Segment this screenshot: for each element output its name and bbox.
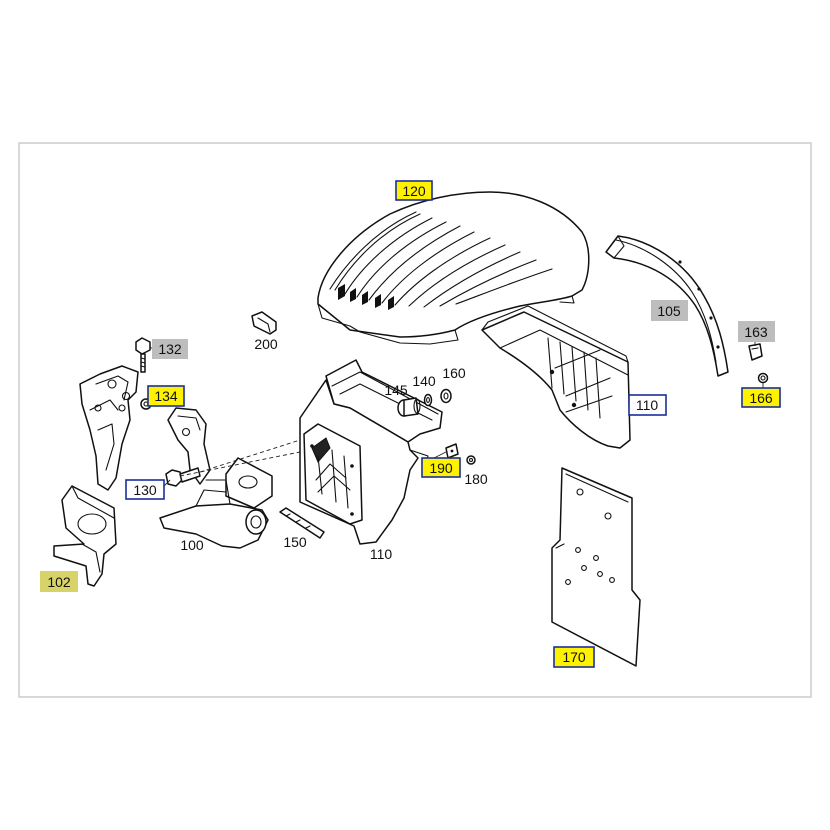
part-180-washer[interactable] (466, 455, 476, 465)
callout-190-text: 190 (429, 460, 453, 476)
callout-140[interactable]: 140 (412, 373, 436, 389)
callout-132-text: 132 (158, 341, 182, 357)
mounting-bracket-left[interactable] (79, 365, 139, 491)
callout-110-center[interactable]: 110 (370, 546, 393, 562)
part-100-step-bracket[interactable] (159, 407, 273, 549)
part-166-nut[interactable] (757, 372, 769, 384)
callout-102[interactable]: 102 (40, 571, 78, 592)
callout-134-text: 134 (154, 388, 178, 404)
callout-163-text: 163 (744, 324, 768, 340)
callout-105-text: 105 (657, 303, 681, 319)
callout-190[interactable]: 190 (421, 457, 461, 478)
callout-132[interactable]: 132 (152, 339, 188, 359)
callout-200-text: 200 (254, 336, 278, 352)
part-170-mud-flap[interactable] (551, 467, 641, 667)
part-102-foot-bracket[interactable] (53, 485, 117, 587)
callout-100-text: 100 (180, 537, 204, 553)
part-110-side-fender[interactable] (481, 305, 631, 449)
part-150-rod[interactable] (279, 507, 325, 539)
part-110-fender-housing[interactable] (299, 359, 443, 545)
callout-140-text: 140 (412, 373, 436, 389)
hood-slots (338, 284, 394, 310)
part-105-fender-strip[interactable] (605, 235, 729, 377)
callout-200[interactable]: 200 (254, 336, 278, 352)
callout-150-text: 150 (283, 534, 307, 550)
callout-180-text: 180 (464, 471, 488, 487)
callout-130-text: 130 (133, 482, 157, 498)
callout-145[interactable]: 145 (384, 382, 408, 398)
callout-100[interactable]: 100 (180, 537, 204, 553)
part-190-clip[interactable] (445, 443, 459, 459)
callout-105[interactable]: 105 (651, 300, 688, 321)
callout-160[interactable]: 160 (442, 365, 466, 381)
callout-145-text: 145 (384, 382, 408, 398)
callout-180[interactable]: 180 (464, 471, 488, 487)
callout-134[interactable]: 134 (147, 385, 185, 407)
part-160-nut[interactable] (440, 388, 452, 404)
callout-120[interactable]: 120 (395, 180, 433, 201)
part-132-bolt[interactable] (135, 337, 151, 373)
part-120-hood-cover[interactable] (317, 191, 590, 345)
callout-110-right[interactable]: 110 (628, 394, 667, 416)
callout-150[interactable]: 150 (283, 534, 307, 550)
callout-166[interactable]: 166 (741, 387, 781, 408)
callout-110-right-text: 110 (636, 397, 659, 413)
part-200-clip[interactable] (251, 311, 277, 335)
callout-120-text: 120 (402, 183, 426, 199)
callout-170-text: 170 (562, 649, 586, 665)
callout-170[interactable]: 170 (553, 646, 595, 668)
part-140-washer[interactable] (423, 393, 433, 407)
callout-130[interactable]: 130 (125, 479, 165, 500)
part-163-clip[interactable] (748, 343, 763, 361)
diagram-frame (18, 142, 812, 698)
callout-102-text: 102 (47, 574, 71, 590)
callout-163[interactable]: 163 (738, 321, 775, 342)
part-130-bolt[interactable] (165, 467, 201, 487)
callout-166-text: 166 (749, 390, 773, 406)
callout-110-center-text: 110 (370, 546, 393, 562)
callout-160-text: 160 (442, 365, 466, 381)
part-145-bushing[interactable] (397, 397, 421, 417)
